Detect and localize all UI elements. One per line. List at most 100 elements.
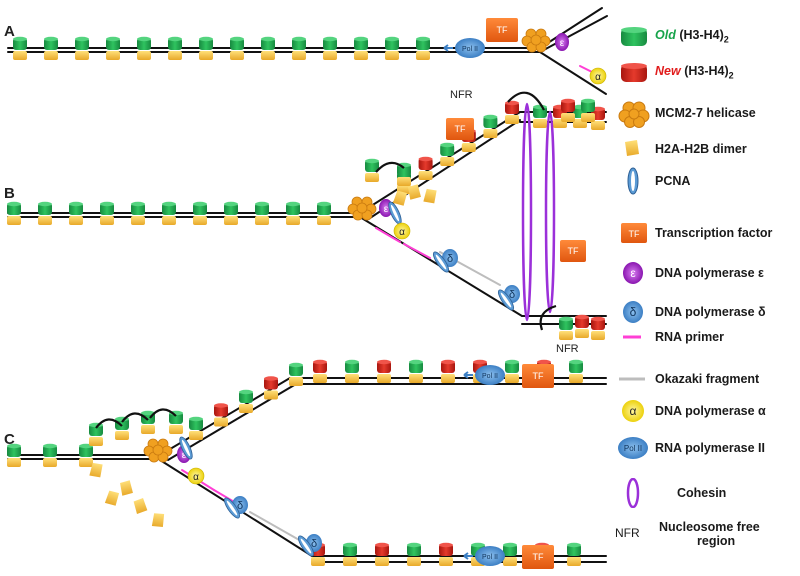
h3-h4-top — [416, 36, 430, 42]
mcm-helicase-icon — [618, 101, 650, 128]
old-histone — [79, 443, 93, 467]
h3-h4-body — [261, 38, 275, 50]
h2a-h2b-dimer — [189, 431, 203, 440]
new-histone — [375, 542, 389, 566]
h2a-h2b-dimer — [345, 374, 359, 383]
h3-h4-top — [131, 201, 145, 207]
legend-okazaki-label: Okazaki fragment — [655, 372, 760, 386]
old-histone — [286, 201, 300, 225]
h2a-h2b-dimer — [7, 458, 21, 467]
h3-h4-body — [38, 203, 52, 215]
h2a-h2b-dimer — [441, 374, 455, 383]
h3-h4-body — [286, 203, 300, 215]
h3-h4-top — [292, 36, 306, 42]
h3-h4-top — [505, 100, 519, 106]
rna-pol2-icon: Pol II — [618, 437, 648, 459]
old-histone — [44, 36, 58, 60]
old-histone — [199, 36, 213, 60]
h3-h4-body — [407, 544, 421, 556]
h3-h4-body — [505, 361, 519, 373]
eps-label: ε — [182, 450, 187, 461]
old-histone — [100, 201, 114, 225]
h2a-h2b-dimer — [286, 216, 300, 225]
h3-h4-top — [567, 542, 581, 548]
eps-label: ε — [560, 38, 565, 49]
h2a-h2b-dimer — [418, 171, 433, 180]
h3-h4-body — [323, 38, 337, 50]
old-histone-icon — [621, 27, 647, 46]
h3-h4-body — [189, 418, 203, 430]
h2a-h2b-dimer — [38, 216, 52, 225]
delta-label: δ — [311, 538, 317, 550]
fork-a-bottom — [539, 51, 607, 95]
h2a-h2b-dimer — [7, 216, 21, 225]
h3-h4-top — [214, 403, 228, 408]
new-histone — [418, 156, 433, 180]
h2a-h2b-dimer — [365, 173, 379, 182]
h2a-h2b-dimer — [313, 374, 327, 383]
legend-item-nfr: NFR Nucleosome free region — [615, 520, 800, 548]
old-histone — [503, 542, 517, 566]
pol2-label: Pol II — [482, 373, 498, 380]
h3-h4-body — [575, 316, 589, 328]
legend-item-tf: TF Transcription factor — [615, 218, 800, 248]
h2a-h2b-dimer — [75, 51, 89, 60]
h3-h4-body — [44, 38, 58, 50]
h2a-h2b-dimer-icon — [625, 140, 639, 156]
h3-h4-top — [193, 201, 207, 207]
old-histone — [343, 542, 357, 566]
legend-item-cohesin: Cohesin — [615, 478, 800, 508]
old-histone — [115, 416, 129, 440]
old-histone — [75, 36, 89, 60]
legend-item-pcna: PCNA — [615, 166, 800, 196]
primer-b-1 — [375, 227, 401, 243]
mcm-helicase — [143, 438, 173, 463]
legend-item-mcm: MCM2-7 helicase — [615, 98, 800, 128]
new-histone — [313, 359, 327, 383]
h3-h4-top — [141, 410, 155, 416]
transcription-factor-icon: TF — [621, 223, 647, 243]
legend-eps-symbol: ε — [630, 266, 636, 280]
mcm-subunit — [356, 202, 368, 214]
h3-h4-top — [365, 158, 379, 164]
h2a-h2b-dimer — [354, 51, 368, 60]
old-histone — [7, 201, 21, 225]
h2a-h2b-dimer — [137, 51, 151, 60]
legend-item-pol-delta: δ DNA polymerase δ — [615, 297, 800, 327]
legend-new-text: (H3-H4) — [684, 63, 729, 78]
transcription-factor: TF — [522, 545, 554, 569]
new-histone — [575, 314, 589, 338]
primer-c-2 — [213, 489, 237, 504]
pol2-arrow — [463, 552, 473, 560]
rna-primer-icon — [623, 335, 641, 339]
pol-epsilon: ε — [555, 33, 569, 51]
h3-h4-body — [115, 418, 129, 430]
pcna-hole — [226, 500, 238, 516]
okazaki-fragment-icon — [619, 377, 645, 381]
h2a-h2b-dimer — [264, 390, 278, 400]
legend-old-word: Old — [655, 27, 676, 42]
legend-pcna-label: PCNA — [655, 174, 691, 188]
arrow-c-3 — [149, 408, 177, 419]
h3-h4-body — [13, 38, 27, 50]
h3-h4-top — [100, 201, 114, 207]
pcna-icon — [627, 167, 639, 195]
old-histone — [162, 201, 176, 225]
pol2-body — [455, 38, 485, 58]
new-histone — [264, 376, 278, 400]
h2a-h2b-dimer — [131, 216, 145, 225]
delta-label: δ — [509, 289, 515, 301]
h3-h4-body — [343, 544, 357, 556]
tf-box — [446, 118, 474, 140]
tf-label: TF — [533, 371, 544, 381]
h2a-h2b-dimer — [591, 121, 605, 130]
h2a-h2b-dimer — [89, 437, 103, 446]
old-histone — [230, 36, 244, 60]
h3-h4-top — [224, 201, 238, 207]
h3-h4-top — [137, 36, 151, 42]
tf-box — [560, 240, 586, 262]
old-histone — [567, 542, 581, 566]
pol-epsilon-icon: ε — [623, 262, 643, 284]
